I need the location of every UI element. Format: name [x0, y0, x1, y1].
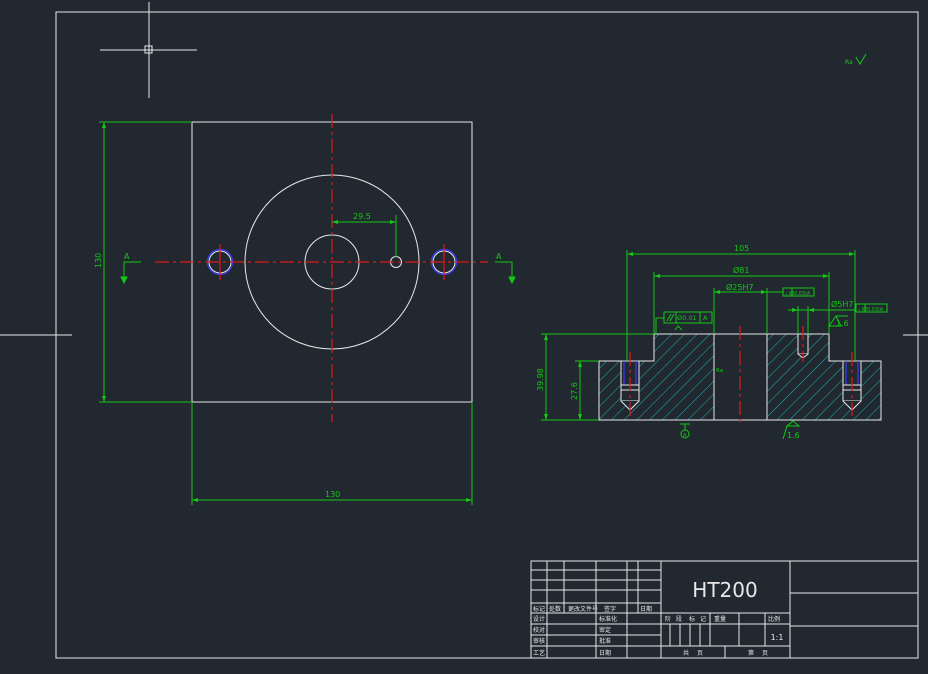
- section-left-half: [598, 333, 715, 421]
- crosshair-cursor-icon: [100, 2, 197, 98]
- svg-text:标准化: 标准化: [599, 615, 617, 623]
- svg-text:A: A: [683, 433, 687, 439]
- dim-d81: Ø81: [653, 265, 830, 334]
- top-view: A A 29.5 130 130: [94, 114, 516, 505]
- svg-text:A: A: [124, 252, 130, 261]
- roughness-top: 1.6: [828, 315, 849, 328]
- svg-text:重量: 重量: [714, 615, 726, 623]
- title-block: HT200 1:1 标记 处数 更改文件号 签字 日期 设计 校对 审核 工艺 …: [530, 560, 919, 659]
- svg-text:1.6: 1.6: [787, 431, 800, 440]
- svg-text:审定: 审定: [599, 626, 611, 634]
- svg-text:记: 记: [700, 616, 706, 623]
- svg-text:Ra: Ra: [845, 59, 853, 66]
- material-label: HT200: [692, 578, 757, 602]
- svg-text:页: 页: [762, 650, 768, 657]
- svg-text:日期: 日期: [640, 605, 652, 613]
- section-mark-right: A: [495, 252, 516, 285]
- svg-text:27.6: 27.6: [570, 382, 579, 400]
- svg-text:A: A: [496, 252, 502, 261]
- svg-text:审核: 审核: [533, 637, 545, 645]
- dim-height-base: 27.6: [570, 360, 599, 420]
- svg-text:1.6: 1.6: [836, 319, 849, 328]
- svg-text:共: 共: [683, 649, 689, 657]
- svg-text:105: 105: [734, 244, 749, 253]
- dim-offset: 29.5: [332, 212, 397, 257]
- svg-text:⊥|Ø0.03|A: ⊥|Ø0.03|A: [784, 290, 811, 297]
- dim-pin: Ø5H7 ⊥|Ø0.03|A: [788, 299, 888, 334]
- parallel-tolerance-frame: Ø0.01 A: [655, 311, 713, 334]
- dim-height-total: 39.98: [536, 333, 654, 421]
- roughness-note: Ra: [845, 53, 867, 66]
- bore-roughness-note: Ra: [716, 368, 723, 374]
- svg-text:Ø81: Ø81: [733, 265, 749, 275]
- svg-text:段: 段: [676, 615, 682, 623]
- svg-text:处数: 处数: [549, 605, 561, 613]
- datum-symbol: A: [680, 423, 690, 439]
- scale-label: 1:1: [771, 633, 784, 642]
- svg-text:标: 标: [689, 615, 695, 623]
- svg-text:标记: 标记: [533, 605, 545, 613]
- section-right-half: [766, 333, 882, 421]
- svg-text:比例: 比例: [768, 615, 780, 623]
- svg-text:更改文件号: 更改文件号: [568, 605, 598, 613]
- svg-text:Ø25H7: Ø25H7: [726, 282, 754, 292]
- svg-text:29.5: 29.5: [353, 212, 371, 221]
- svg-text:Ø0.01: Ø0.01: [677, 314, 697, 322]
- svg-text:批准: 批准: [599, 637, 611, 645]
- dim-height: 130: [94, 121, 192, 403]
- svg-text:130: 130: [94, 253, 103, 268]
- roughness-bottom: 1.6: [782, 420, 801, 440]
- svg-text:阶: 阶: [665, 615, 671, 623]
- svg-text:A: A: [703, 314, 708, 322]
- svg-text:⊥|Ø0.03|A: ⊥|Ø0.03|A: [857, 306, 884, 313]
- svg-text:设计: 设计: [533, 615, 545, 623]
- svg-text:Ø5H7: Ø5H7: [831, 299, 854, 309]
- dim-bore: Ø25H7 ⊥|Ø0.03|A: [713, 282, 815, 334]
- section-mark-left: A: [120, 252, 141, 285]
- section-view: 105 Ø81 Ø25H7 ⊥|Ø0.03|A Ø5: [536, 244, 888, 440]
- svg-text:第: 第: [748, 649, 754, 657]
- svg-text:页: 页: [697, 650, 703, 657]
- dim-overall: 105: [626, 244, 856, 361]
- svg-text:校对: 校对: [533, 626, 545, 634]
- dim-width: 130: [191, 402, 473, 505]
- svg-text:39.98: 39.98: [536, 368, 545, 391]
- svg-text:签字: 签字: [604, 605, 616, 613]
- svg-text:日期: 日期: [599, 649, 611, 657]
- svg-text:130: 130: [325, 490, 340, 499]
- svg-text:工艺: 工艺: [533, 649, 545, 657]
